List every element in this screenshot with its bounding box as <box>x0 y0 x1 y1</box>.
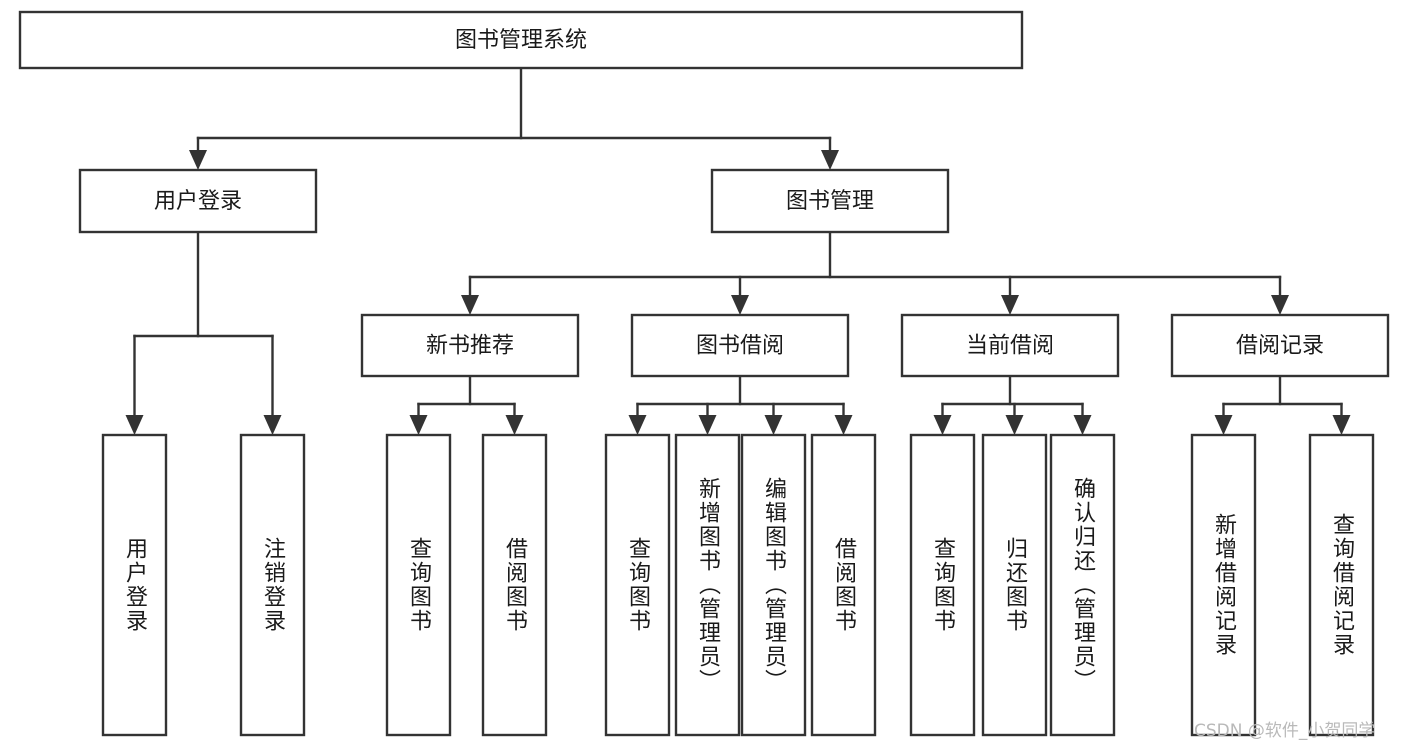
root-node-box[interactable] <box>18 10 1024 70</box>
leaf-leaf-query-borrow-record-box[interactable] <box>1308 433 1375 737</box>
node-borrow-record-box[interactable] <box>1170 313 1390 378</box>
node-book-borrow-label: 图书借阅 <box>696 334 784 359</box>
node-current-borrow-box[interactable] <box>900 313 1120 378</box>
level3-arrow-0 <box>461 295 479 315</box>
leaf-leaf-confirm-return-admin-box[interactable] <box>1049 433 1116 737</box>
node-book-management-box[interactable] <box>710 168 950 234</box>
arrow-leaf-confirm-return-admin <box>1073 415 1092 435</box>
arrow-leaf-user-login <box>125 415 144 435</box>
root-node-label: 图书管理系统 <box>455 28 587 53</box>
node-current-borrow-label: 当前借阅 <box>966 334 1054 359</box>
node-borrow-record-label: 借阅记录 <box>1236 334 1324 359</box>
csdn-watermark: CSDN @软件_小贺同学 <box>1194 721 1376 741</box>
node-book-borrow-box[interactable] <box>630 313 850 378</box>
leaf-leaf-edit-book-admin-box[interactable] <box>740 433 807 737</box>
leaf-leaf-borrow-book-box[interactable] <box>810 433 877 737</box>
leaf-leaf-user-logout-box[interactable] <box>239 433 306 737</box>
arrow-leaf-query-borrow-record <box>1332 415 1351 435</box>
node-new-book-recommend-box[interactable] <box>360 313 580 378</box>
arrow-leaf-user-logout <box>263 415 282 435</box>
node-book-management-label: 图书管理 <box>786 189 874 214</box>
leaf-leaf-add-book-admin-box[interactable] <box>674 433 741 737</box>
leaf-leaf-add-borrow-record-box[interactable] <box>1190 433 1257 737</box>
connector-layer <box>125 66 1351 435</box>
arrow-leaf-borrow-book-rec <box>505 415 524 435</box>
arrow-leaf-add-book-admin <box>698 415 717 435</box>
level2-arrow-1 <box>821 150 839 170</box>
arrow-leaf-query-book-rec <box>409 415 428 435</box>
node-user-login-box[interactable] <box>78 168 318 234</box>
node-new-book-recommend-label: 新书推荐 <box>426 334 514 359</box>
leaf-leaf-query-book-rec-box[interactable] <box>385 433 452 737</box>
node-layer <box>18 10 1390 737</box>
level2-arrow-0 <box>189 150 207 170</box>
level3-arrow-2 <box>1001 295 1019 315</box>
arrow-leaf-query-book-borrow <box>628 415 647 435</box>
leaf-leaf-user-login-box[interactable] <box>101 433 168 737</box>
node-user-login-label: 用户登录 <box>154 189 242 214</box>
level3-arrow-1 <box>731 295 749 315</box>
leaf-leaf-return-book-box[interactable] <box>981 433 1048 737</box>
arrow-leaf-return-book <box>1005 415 1024 435</box>
arrow-leaf-edit-book-admin <box>764 415 783 435</box>
leaf-leaf-query-book-borrow-box[interactable] <box>604 433 671 737</box>
level3-arrow-3 <box>1271 295 1289 315</box>
arrow-leaf-add-borrow-record <box>1214 415 1233 435</box>
arrow-leaf-borrow-book <box>834 415 853 435</box>
leaf-leaf-query-book-cur-box[interactable] <box>909 433 976 737</box>
arrow-leaf-query-book-cur <box>933 415 952 435</box>
leaf-leaf-borrow-book-rec-box[interactable] <box>481 433 548 737</box>
